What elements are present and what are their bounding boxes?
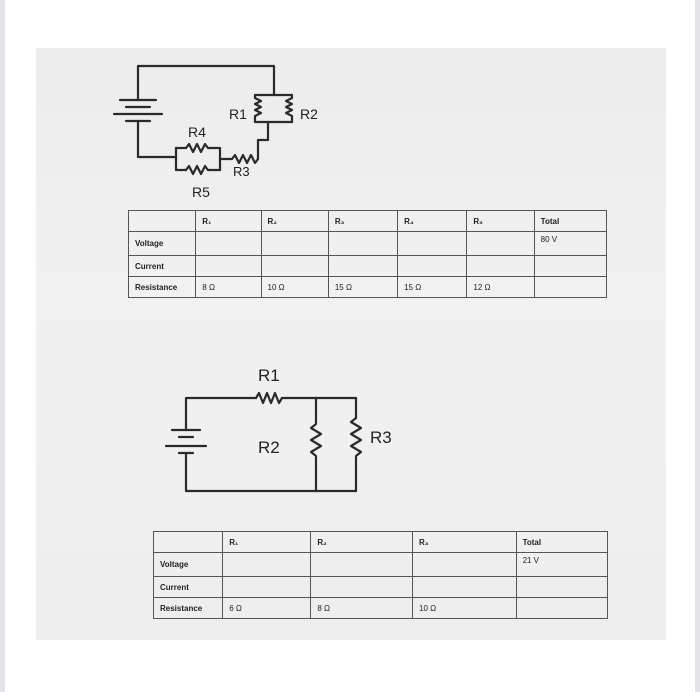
resistor-2-r1 [254,391,284,405]
circuit-1-top-wire [136,64,276,102]
table-2-cell: 10 Ω [412,597,517,619]
resistor-r4 [184,142,210,154]
table-1-cell: 8 Ω [195,276,262,298]
table-2-header-r1: R₁ [222,531,312,553]
table-1-cell [533,276,608,298]
table-2-total-voltage: 21 V [515,552,609,577]
table-2-header-r2: R₂ [310,531,413,553]
table-1-row-resistance: Resistance 8 Ω 10 Ω 15 Ω 15 Ω 12 Ω [127,276,608,298]
table-2-header-row: R₁ R₂ R₃ Total [152,531,609,553]
label-r3: R3 [233,164,250,179]
table-2-row-current: Current [152,576,609,598]
table-2-cell [222,576,312,598]
table-2-row-label: Current [152,576,224,598]
table-2-cell [412,552,517,577]
table-2-cell [310,576,413,598]
table-2-row-resistance: Resistance 6 Ω 8 Ω 10 Ω [152,597,609,619]
resistor-r3 [218,153,260,165]
table-1-cell: 15 Ω [327,276,399,298]
table-1-row-label: Resistance [127,276,197,298]
label-2-r2: R2 [258,438,280,457]
table-2-header-r3: R₃ [412,531,517,553]
table-2-cell: 8 Ω [310,597,413,619]
table-1-row-label: Voltage [127,231,197,256]
table-1-header-row: R₁ R₂ R₃ R₄ R₅ Total [127,210,608,232]
resistor-r2 [284,93,294,124]
label-2-r3: R3 [370,428,392,447]
table-2-cell [310,552,413,577]
table-2-row-label: Resistance [152,597,224,619]
table-1-row-current: Current [127,255,608,277]
table-2-corner-cell [152,531,224,553]
right-frame-edge [695,0,700,692]
circuit-2-bottom-wire [184,451,358,493]
resistor-2-r2 [309,396,323,493]
table-2: R₁ R₂ R₃ Total Voltage 21 V Current Resi… [152,531,609,619]
table-2-cell [515,597,609,619]
table-2-row-label: Voltage [152,552,224,577]
table-2-header-total: Total [515,531,609,553]
table-2-row-voltage: Voltage 21 V [152,552,609,577]
label-2-r1: R1 [258,366,280,385]
table-1-cell: 10 Ω [260,276,329,298]
resistor-r1 [253,93,263,124]
label-r5: R5 [192,184,210,200]
resistor-r5 [184,164,210,176]
table-2-cell: 6 Ω [222,597,312,619]
table-1-cell [397,231,468,256]
table-2-cell [412,576,517,598]
table-1-row-voltage: Voltage 80 V [127,231,608,256]
table-2-cell [515,576,609,598]
resistor-2-r3 [349,416,363,493]
label-r2: R2 [300,106,318,122]
label-r1: R1 [229,106,247,122]
table-1: R₁ R₂ R₃ R₄ R₅ Total Voltage 80 V Curren… [127,210,608,298]
label-r4: R4 [188,124,206,140]
table-2-cell [222,552,312,577]
left-frame-edge [0,0,5,692]
